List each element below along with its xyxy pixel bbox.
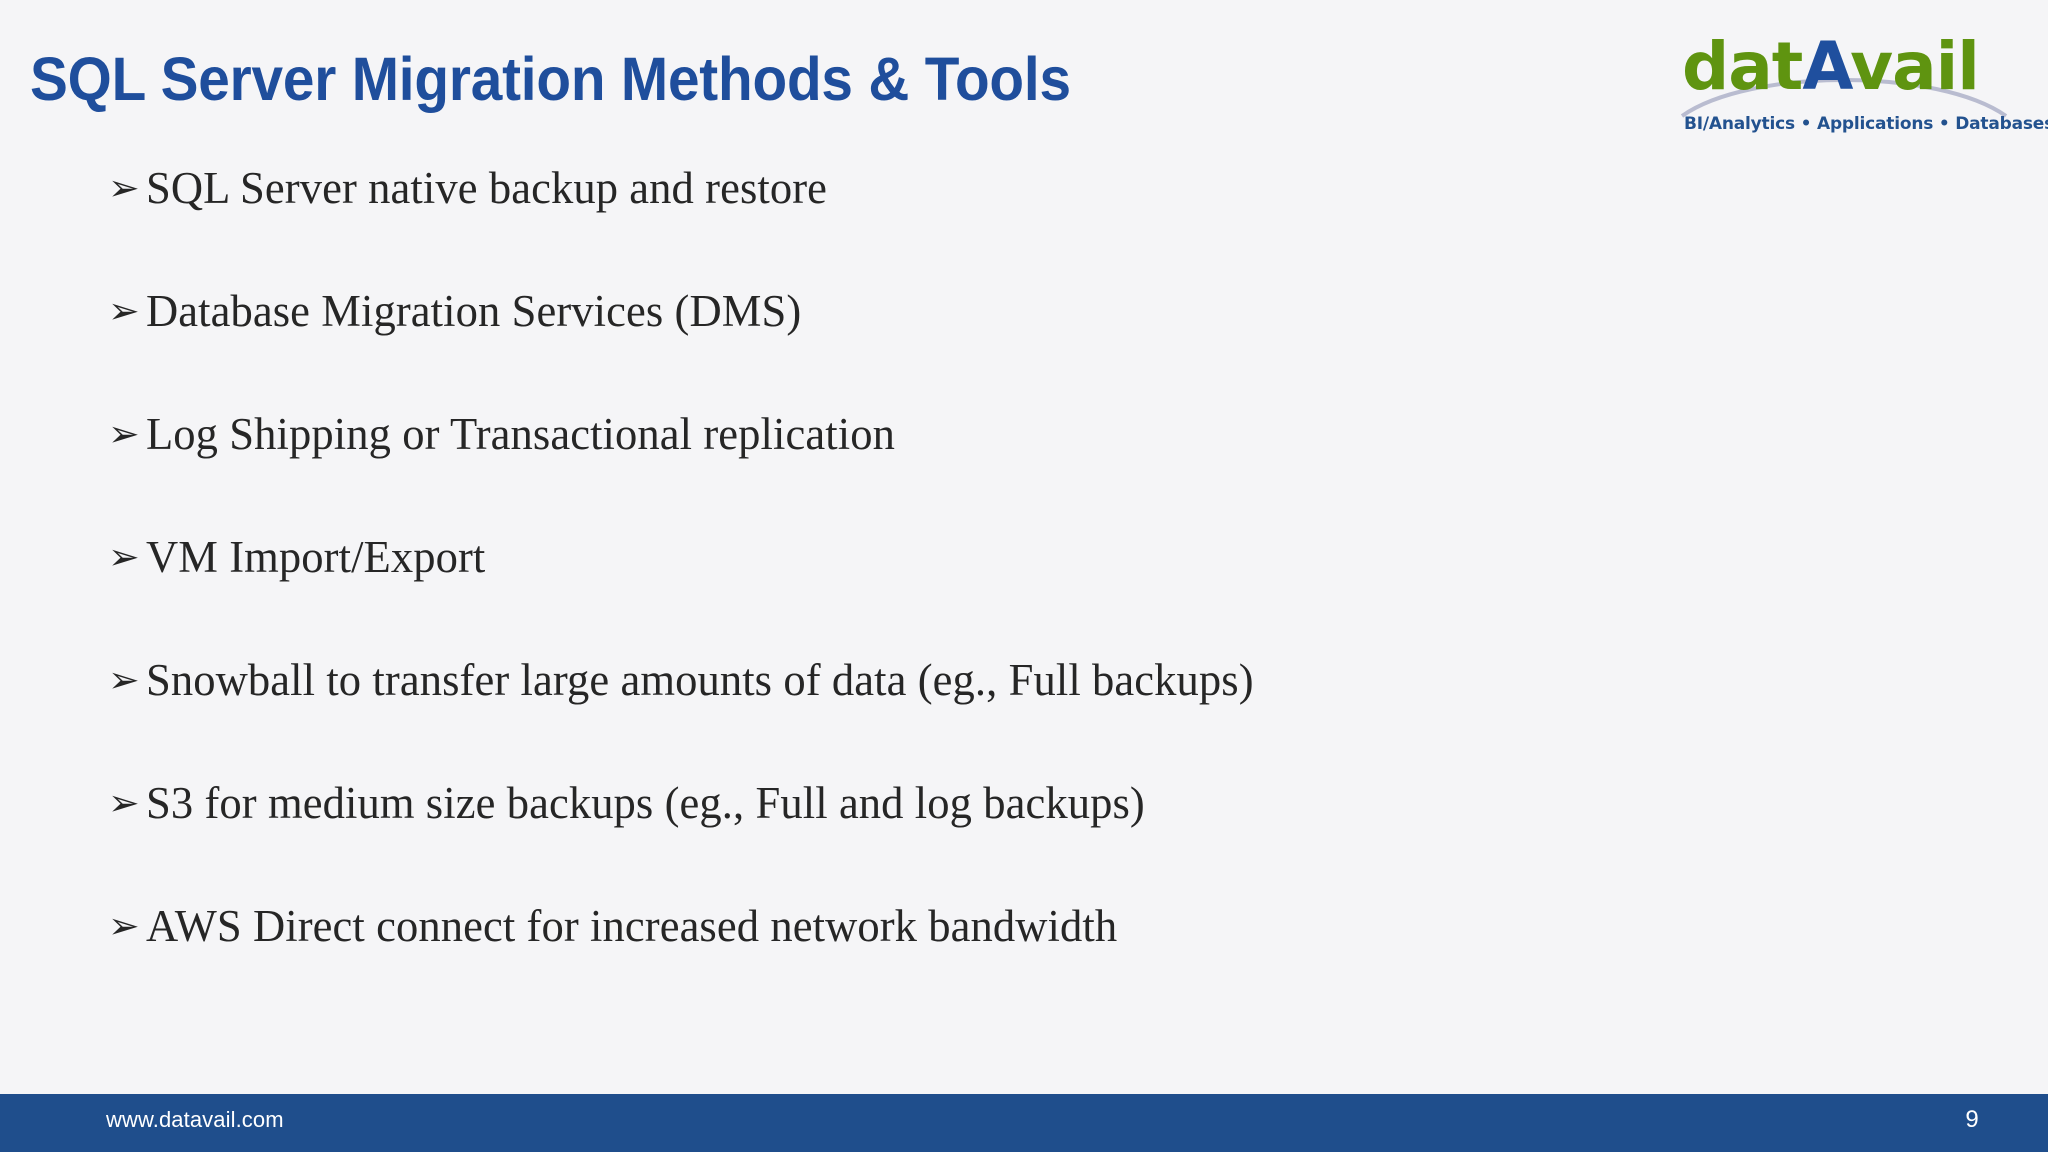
- page-title: SQL Server Migration Methods & Tools: [30, 45, 1071, 113]
- arrow-bullet-icon: ➢: [108, 291, 140, 332]
- list-item: ➢ Log Shipping or Transactional replicat…: [108, 408, 1668, 531]
- list-item-label: S3 for medium size backups (eg., Full an…: [146, 778, 1145, 828]
- arrow-bullet-icon: ➢: [108, 168, 140, 209]
- list-item-label: Database Migration Services (DMS): [146, 286, 802, 336]
- list-item: ➢ Database Migration Services (DMS): [108, 285, 1668, 408]
- logo-wordmark: datAvail: [1682, 28, 2012, 106]
- arrow-bullet-icon: ➢: [108, 783, 140, 824]
- logo-text-dat: dat: [1682, 28, 1803, 105]
- logo-text-vail: vail: [1850, 28, 1980, 105]
- logo-mark: datAvail: [1672, 28, 2016, 118]
- list-item-label: AWS Direct connect for increased network…: [146, 901, 1118, 951]
- list-item: ➢ S3 for medium size backups (eg., Full …: [108, 777, 1668, 900]
- list-item: ➢ AWS Direct connect for increased netwo…: [108, 900, 1668, 1023]
- list-item-label: Snowball to transfer large amounts of da…: [146, 655, 1254, 705]
- list-item-label: VM Import/Export: [146, 532, 486, 582]
- datavail-logo: datAvail BI/Analytics • Applications • D…: [1672, 28, 2048, 138]
- list-item: ➢ SQL Server native backup and restore: [108, 162, 1668, 285]
- arrow-bullet-icon: ➢: [108, 414, 140, 455]
- logo-text-a: A: [1802, 28, 1851, 105]
- list-item: ➢ Snowball to transfer large amounts of …: [108, 654, 1668, 777]
- logo-tagline: BI/Analytics • Applications • Databases: [1684, 114, 2048, 134]
- list-item-label: Log Shipping or Transactional replicatio…: [146, 409, 895, 459]
- list-item: ➢ VM Import/Export: [108, 531, 1668, 654]
- footer-bar: [0, 1094, 2048, 1152]
- slide-page-number: 9: [1965, 1106, 1979, 1133]
- footer-website-url[interactable]: www.datavail.com: [106, 1107, 284, 1132]
- arrow-bullet-icon: ➢: [108, 660, 140, 701]
- arrow-bullet-icon: ➢: [108, 537, 140, 578]
- list-item-label: SQL Server native backup and restore: [146, 163, 828, 213]
- arrow-bullet-icon: ➢: [108, 906, 140, 947]
- bullet-list: ➢ SQL Server native backup and restore ➢…: [108, 162, 1668, 1023]
